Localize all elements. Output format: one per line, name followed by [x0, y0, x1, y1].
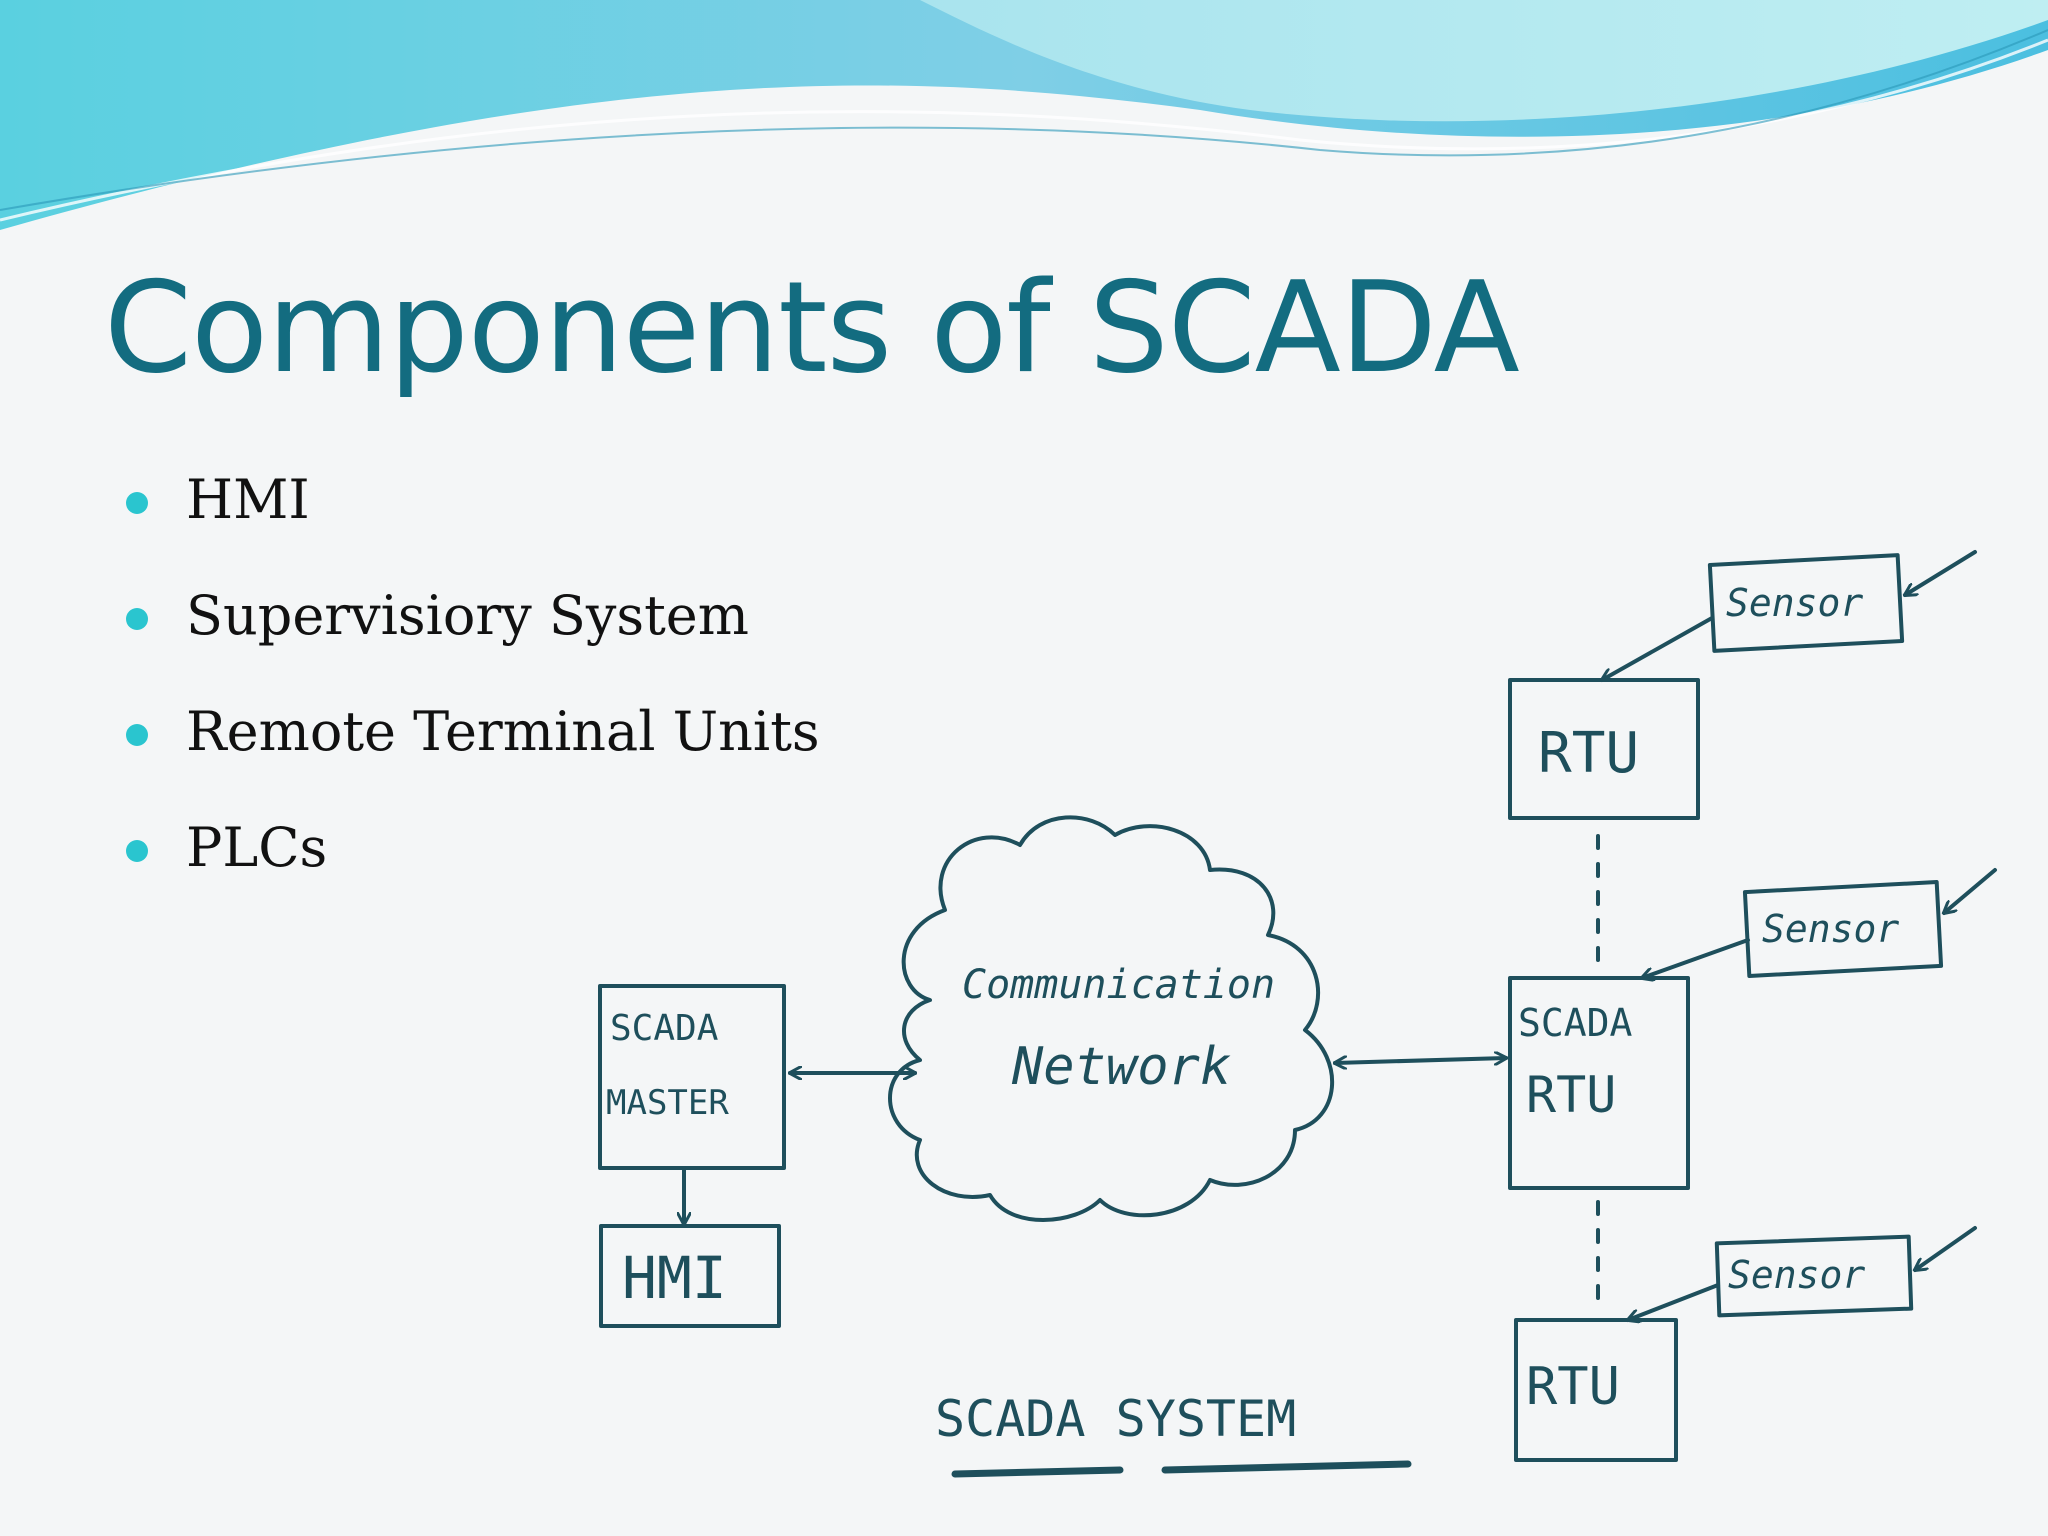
sensor-1-input-arrow: [1905, 550, 1977, 595]
rtu-bottom-box: [1514, 1318, 1678, 1462]
header-wave: [0, 0, 2048, 230]
bullet-item: PLCs: [126, 816, 820, 932]
bullet-dot-icon: [126, 608, 148, 630]
sensor-1-box: [1707, 553, 1905, 653]
scada-rtu-box: [1508, 976, 1690, 1190]
hmi-box: [599, 1224, 781, 1328]
bullet-dot-icon: [126, 492, 148, 514]
sensor-1-arrow: [1602, 616, 1714, 680]
sensor-3-label: Sensor: [1728, 1253, 1865, 1297]
sensor-1-label: Sensor: [1726, 581, 1863, 625]
scada-master-label-2: MASTER: [606, 1083, 729, 1123]
scada-rtu-label-2: RTU: [1526, 1066, 1616, 1124]
slide-title: Components of SCADA: [104, 254, 1520, 401]
hmi-label: HMI: [622, 1244, 727, 1312]
sensor-2-arrow: [1642, 938, 1750, 978]
sensor-2-box: [1742, 880, 1944, 978]
scada-master-label-1: SCADA: [610, 1008, 719, 1049]
bullet-list: HMI Supervisiory System Remote Terminal …: [126, 468, 820, 932]
diagram-caption: SCADA SYSTEM: [935, 1390, 1296, 1448]
rtu-top-label: RTU: [1538, 721, 1639, 786]
bullet-dot-icon: [126, 840, 148, 862]
sensor-3-input-arrow: [1915, 1226, 1977, 1270]
rtu-bottom-label: RTU: [1526, 1357, 1620, 1417]
bullet-item: Remote Terminal Units: [126, 700, 820, 816]
bullet-dot-icon: [126, 724, 148, 746]
network-label-2: Network: [1011, 1037, 1231, 1097]
sensor-3-arrow: [1628, 1283, 1720, 1320]
caption-underline: [951, 1466, 1124, 1478]
sensor-2-label: Sensor: [1762, 907, 1899, 951]
communication-network-cloud: [888, 815, 1335, 1222]
sensor-2-input-arrow: [1944, 868, 1997, 913]
bullet-item: HMI: [126, 468, 820, 584]
caption-underline: [1161, 1460, 1412, 1474]
sensor-3-box: [1714, 1234, 1914, 1318]
network-rtu-arrow: [1335, 1058, 1506, 1063]
network-label-1: Communication: [962, 962, 1275, 1008]
bullet-item: Supervisiory System: [126, 584, 820, 700]
scada-master-box: [598, 984, 786, 1170]
scada-rtu-label-1: SCADA: [1518, 1001, 1633, 1045]
